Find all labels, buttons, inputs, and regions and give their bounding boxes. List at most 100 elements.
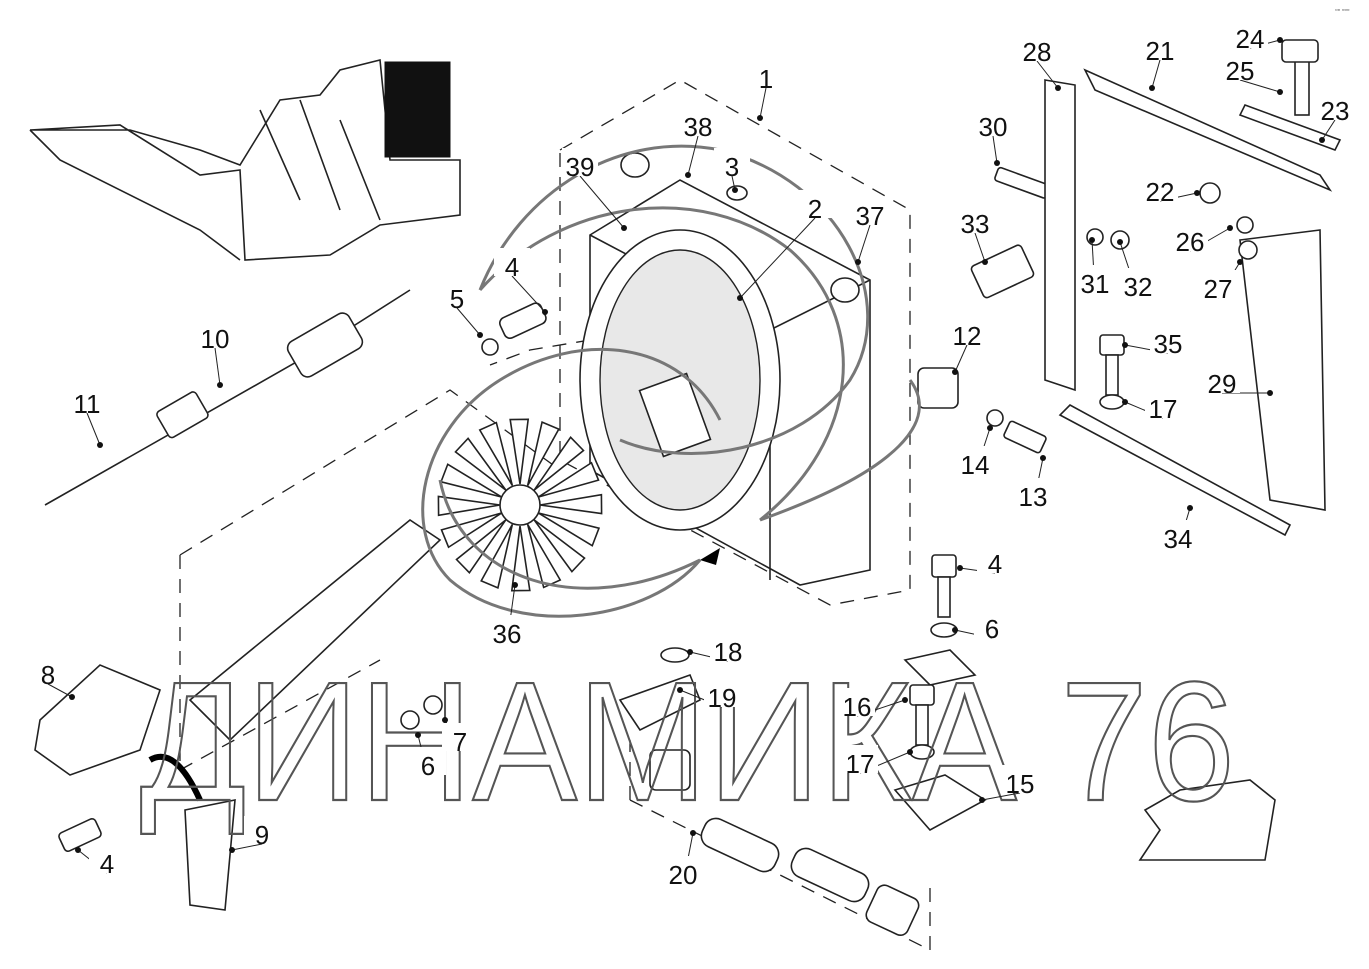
callout-background bbox=[562, 148, 598, 176]
leader-dot bbox=[75, 847, 81, 853]
callout-16: 16 bbox=[839, 688, 908, 722]
callout-1: 1 bbox=[748, 60, 784, 121]
callout-background bbox=[489, 615, 525, 643]
leader-dot bbox=[907, 749, 913, 755]
leader-dot bbox=[957, 565, 963, 571]
fan-blade bbox=[454, 437, 507, 491]
leader-dot bbox=[69, 694, 75, 700]
callout-background bbox=[974, 610, 1010, 638]
fan-blade bbox=[539, 493, 603, 515]
callout-background bbox=[704, 679, 740, 707]
leader-dot bbox=[97, 442, 103, 448]
leader-dot bbox=[1277, 37, 1283, 43]
leader-dot bbox=[1319, 137, 1325, 143]
leader-line bbox=[47, 683, 73, 698]
callout-number: 14 bbox=[961, 450, 990, 480]
callout-background bbox=[1120, 268, 1156, 296]
callout-22: 22 bbox=[1142, 173, 1200, 207]
hoses-and-fittings bbox=[44, 166, 1051, 506]
fan-blade bbox=[510, 525, 531, 592]
callout-number: 13 bbox=[1019, 482, 1048, 512]
radiator-side-outline bbox=[489, 339, 591, 366]
callout-20: 20 bbox=[665, 830, 701, 890]
leader-dot bbox=[1277, 89, 1283, 95]
callout-number: 36 bbox=[493, 619, 522, 649]
leader-line bbox=[992, 135, 998, 164]
callout-background bbox=[665, 856, 701, 884]
callout-number: 30 bbox=[979, 112, 1008, 142]
callout-38: 38 bbox=[680, 108, 716, 178]
swirl-logo bbox=[421, 144, 921, 618]
leader-dot bbox=[1187, 505, 1193, 511]
leader-dot bbox=[952, 369, 958, 375]
callout-25: 25 bbox=[1222, 52, 1283, 95]
callout-27: 27 bbox=[1200, 259, 1243, 304]
callout-background bbox=[1142, 173, 1178, 201]
callout-26: 26 bbox=[1172, 223, 1233, 257]
leader-dot bbox=[1149, 85, 1155, 91]
callout-background bbox=[494, 248, 530, 276]
callout-number: 12 bbox=[953, 321, 982, 351]
callout-number: 5 bbox=[450, 284, 464, 314]
callout-number: 8 bbox=[41, 660, 55, 690]
callout-14: 14 bbox=[957, 425, 993, 480]
callout-28: 28 bbox=[1019, 33, 1061, 91]
leader-line bbox=[974, 232, 986, 263]
leader-dot bbox=[979, 797, 985, 803]
callout-background bbox=[1015, 478, 1051, 506]
leader-dot bbox=[987, 425, 993, 431]
callout-background bbox=[1317, 92, 1353, 120]
callout-background bbox=[714, 148, 750, 176]
callout-number: 11 bbox=[74, 389, 101, 419]
leader-line bbox=[1036, 60, 1059, 89]
callout-number: 16 bbox=[843, 692, 872, 722]
leader-dot bbox=[1040, 455, 1046, 461]
fan-blade bbox=[478, 421, 514, 487]
callout-background bbox=[1077, 265, 1113, 293]
fan-blade bbox=[455, 519, 507, 574]
callout-background bbox=[442, 723, 478, 751]
callout-background bbox=[957, 446, 993, 474]
callout-5: 5 bbox=[439, 280, 483, 338]
leader-dot bbox=[217, 382, 223, 388]
leader-dot bbox=[1194, 190, 1200, 196]
leader-dot bbox=[690, 830, 696, 836]
leader-line bbox=[511, 275, 546, 313]
callout-number: 4 bbox=[988, 549, 1002, 579]
callout-background bbox=[1145, 390, 1181, 418]
callout-number: 9 bbox=[255, 820, 269, 850]
leader-dot bbox=[687, 649, 693, 655]
callout-background bbox=[410, 747, 446, 775]
fan-blade bbox=[439, 463, 502, 498]
leader-line bbox=[579, 175, 625, 229]
callout-background bbox=[839, 688, 875, 716]
leader-dot bbox=[512, 582, 518, 588]
leader-line bbox=[759, 87, 767, 119]
callout-number: 15 bbox=[1006, 769, 1035, 799]
callout-7: 7 bbox=[442, 717, 478, 757]
callout-background bbox=[1200, 270, 1236, 298]
callout-32: 32 bbox=[1117, 239, 1156, 302]
machine-overview-illustration bbox=[29, 58, 461, 261]
callout-number: 19 bbox=[708, 683, 737, 713]
callout-37: 37 bbox=[852, 197, 888, 265]
callout-21: 21 bbox=[1142, 32, 1178, 91]
callout-35: 35 bbox=[1122, 325, 1186, 359]
callout-number: 31 bbox=[1081, 269, 1110, 299]
fan-blade bbox=[533, 436, 585, 491]
callout-background bbox=[1142, 32, 1178, 60]
callout-background bbox=[1019, 33, 1055, 61]
callout-background bbox=[1150, 325, 1186, 353]
callout-number: 35 bbox=[1154, 329, 1183, 359]
callout-number: 32 bbox=[1124, 272, 1153, 302]
callout-9: 9 bbox=[229, 816, 280, 853]
callout-number: 6 bbox=[421, 751, 435, 781]
leader-dot bbox=[994, 160, 1000, 166]
callout-background bbox=[748, 60, 784, 88]
callout-4: 4 bbox=[957, 545, 1013, 579]
leader-line bbox=[687, 135, 699, 176]
leader-dot bbox=[621, 225, 627, 231]
callout-number: 27 bbox=[1204, 274, 1233, 304]
callout-number: 25 bbox=[1226, 56, 1255, 86]
